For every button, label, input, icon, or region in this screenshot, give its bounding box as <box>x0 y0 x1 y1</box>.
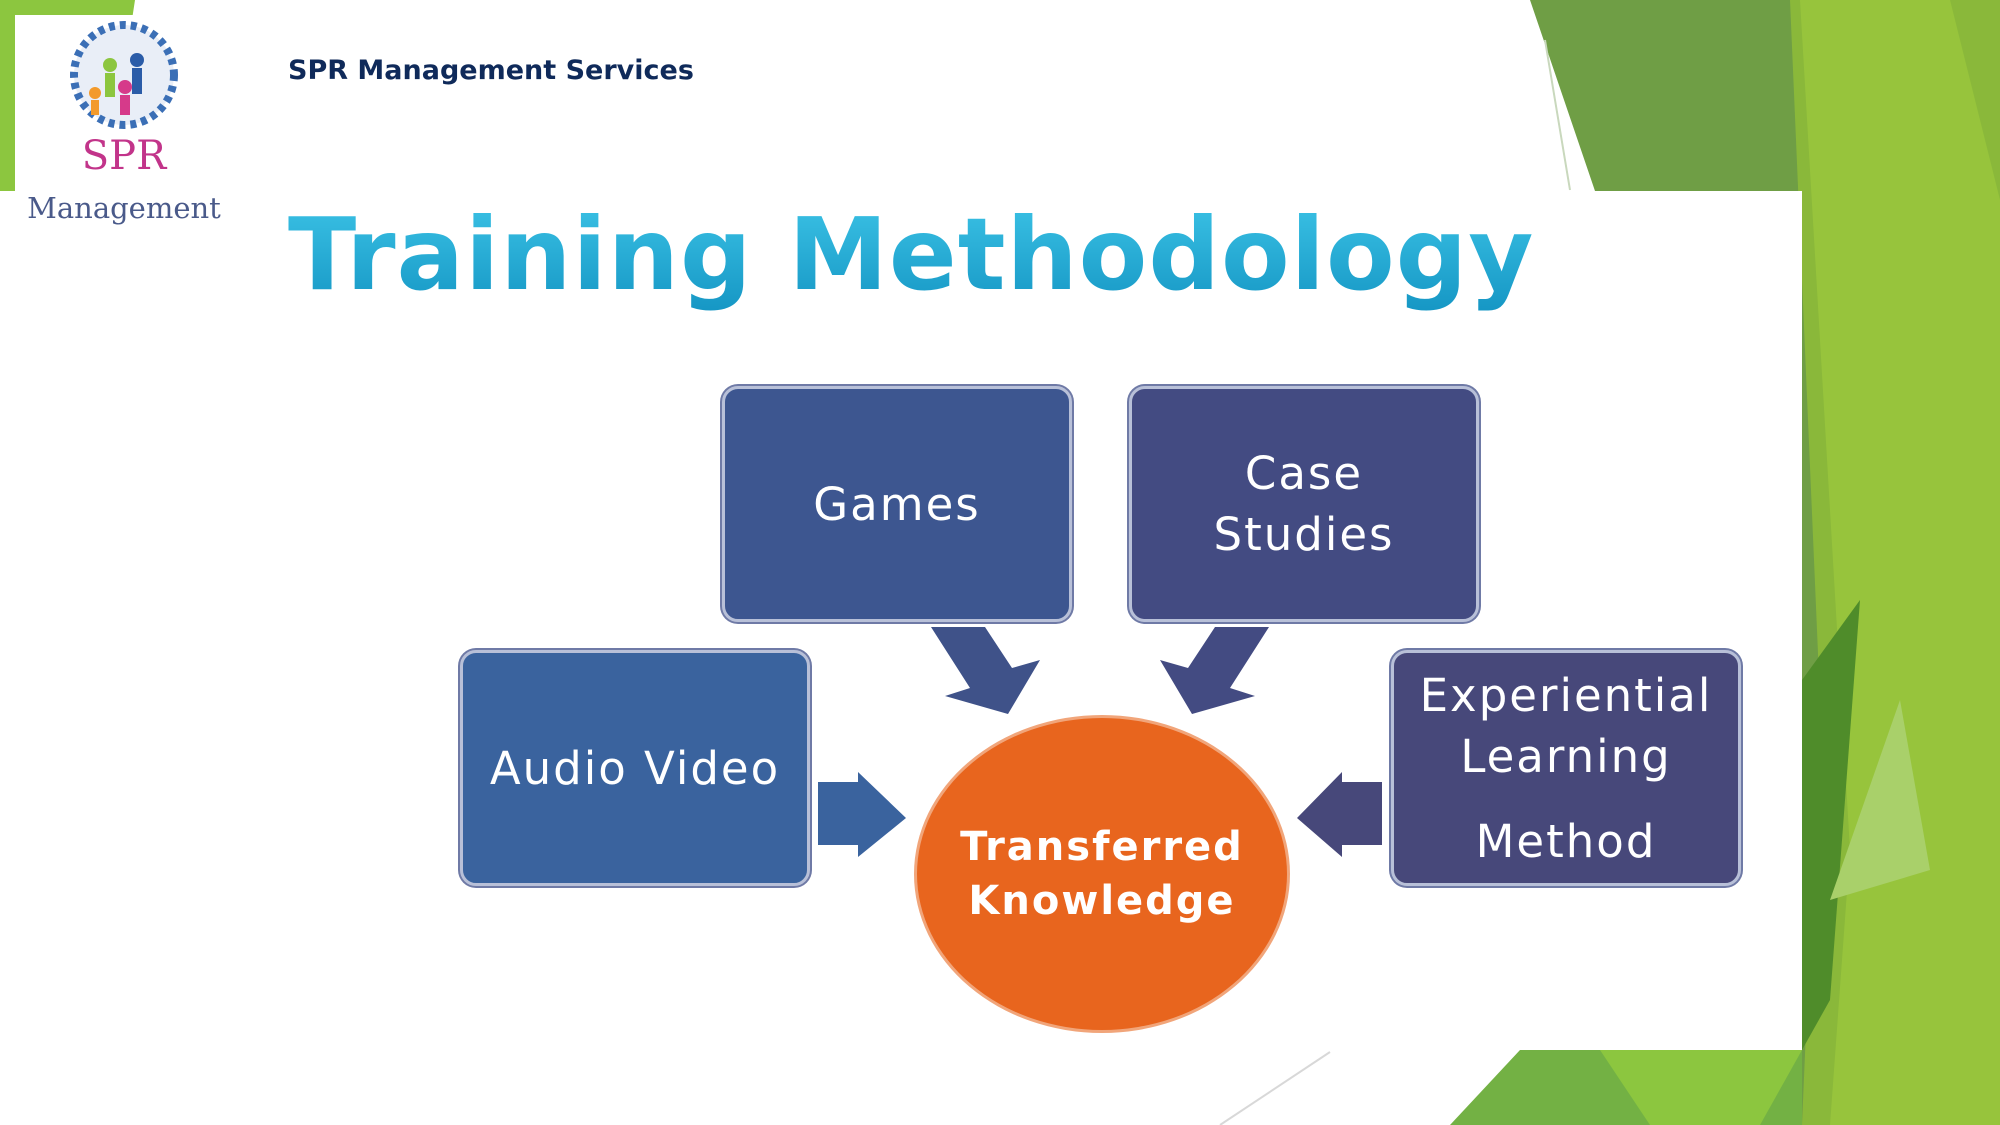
logo-spr-text: SPR <box>81 133 167 179</box>
node-audio-video-label: Audio Video <box>489 741 781 795</box>
node-case-studies: Case Studies <box>1129 386 1479 622</box>
arrow-games-to-center <box>931 627 1040 714</box>
center-line1: Transferred <box>960 824 1244 870</box>
node-audio-video: Audio Video <box>460 650 810 886</box>
node-case-studies-label: Case Studies <box>1213 447 1395 561</box>
arrow-audio-to-center <box>818 772 906 857</box>
center-transferred-knowledge: Transferred Knowledge <box>914 715 1290 1033</box>
node-games-label: Games <box>813 477 981 531</box>
node-experiential-line3: Method <box>1475 814 1657 868</box>
arrow-case-to-center <box>1160 627 1269 714</box>
node-experiential: Experiential Learning Method <box>1391 650 1741 886</box>
logo-management-text: Management <box>27 191 221 225</box>
center-line2: Knowledge <box>968 878 1236 924</box>
arrow-experiential-to-center <box>1297 772 1382 857</box>
node-games: Games <box>722 386 1072 622</box>
globe-people-icon <box>70 21 178 129</box>
company-name: SPR Management Services <box>288 55 694 86</box>
page-title: Training Methodology <box>288 196 1535 313</box>
logo: SPR Management <box>15 15 233 233</box>
node-experiential-line2: Learning <box>1460 729 1672 783</box>
node-experiential-line1: Experiential <box>1419 668 1713 722</box>
